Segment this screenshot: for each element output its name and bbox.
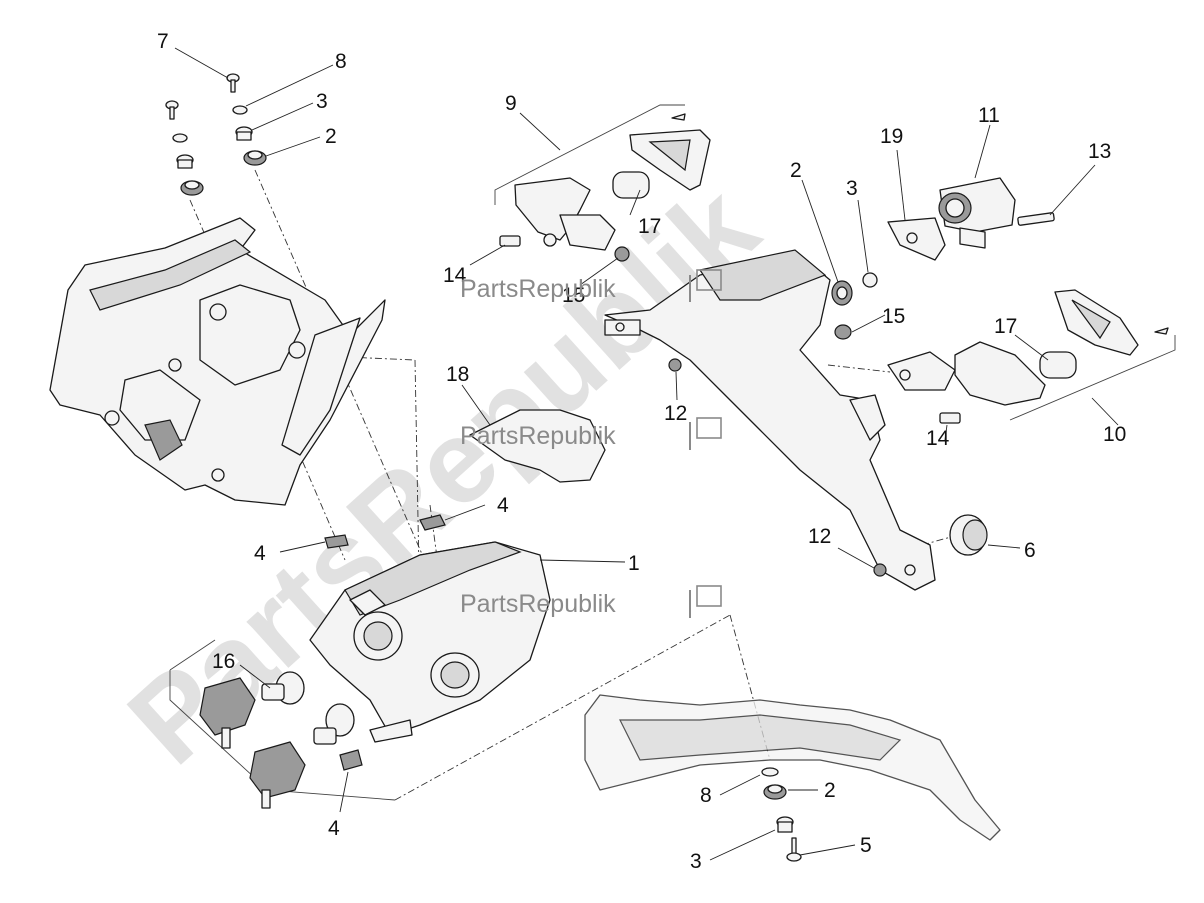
svg-text:PartsRepublik: PartsRepublik [460, 422, 616, 450]
callout-19: 19 [880, 125, 903, 148]
license-plate-light-part-11 [938, 177, 1016, 249]
clip-part-4-lower [339, 749, 363, 771]
callout-17-right: 17 [994, 315, 1017, 338]
washer-part-8-bottom [761, 767, 779, 777]
callout-6: 6 [1024, 539, 1036, 562]
svg-text:PartsRepublik: PartsRepublik [460, 275, 616, 303]
callout-17-left: 17 [638, 215, 661, 238]
tail-light-housing-part-1 [309, 541, 551, 743]
bulb-socket-group-part-16 [169, 639, 396, 809]
rear-seat-cowl [49, 217, 386, 506]
callout-2-center: 2 [790, 159, 802, 182]
callout-13: 13 [1088, 140, 1111, 163]
bush-part-3-bottom [776, 816, 794, 833]
nut-part-12-upper [668, 358, 682, 372]
callout-15-center: 15 [882, 305, 905, 328]
watermark-logo-3: PartsRepublik [460, 585, 722, 618]
callout-labels: 7 8 3 2 9 17 14 15 11 19 13 2 3 15 17 18… [157, 30, 1126, 873]
clip-part-4-upper [419, 514, 446, 531]
grommet-part-2 [243, 150, 267, 166]
socket-lower [249, 741, 306, 809]
callout-4-lower: 4 [328, 817, 340, 840]
callout-9: 9 [505, 92, 517, 115]
screw-part-14-left [499, 235, 521, 247]
callout-12-lower: 12 [808, 525, 831, 548]
callout-16: 16 [212, 650, 235, 673]
screw-part-5-bottom [786, 837, 802, 862]
clip-part-4-left [324, 534, 349, 549]
callout-2-bottom: 2 [824, 779, 836, 802]
screw-left [165, 100, 179, 120]
bulb-part-17-right [1039, 351, 1077, 379]
callout-10: 10 [1103, 423, 1126, 446]
turn-signal-left-assembly [494, 104, 711, 262]
grommet-part-2-center [831, 280, 853, 306]
gear-flag-icon [696, 269, 722, 291]
screw-group-left [165, 73, 267, 196]
washer-left [172, 133, 188, 143]
callout-12-upper: 12 [664, 402, 687, 425]
callout-1: 1 [628, 552, 640, 575]
callout-3-top: 3 [316, 90, 328, 113]
callout-2-top: 2 [325, 125, 337, 148]
grommet-left [180, 180, 204, 196]
turn-signal-body-right [887, 341, 1046, 406]
grommet-part-2-bottom [763, 784, 787, 800]
turn-signal-body-left [514, 177, 616, 251]
gear-flag-icon [696, 417, 722, 439]
license-plate-cover-part-18 [469, 409, 606, 483]
callout-4-left: 4 [254, 542, 266, 565]
bolt-part-13 [1017, 212, 1055, 226]
screw-part-7 [226, 73, 240, 93]
callout-3-center: 3 [846, 177, 858, 200]
callout-8-bottom: 8 [700, 784, 712, 807]
callout-3-bottom: 3 [690, 850, 702, 873]
nut-part-12-lower [873, 563, 887, 577]
callout-5: 5 [860, 834, 872, 857]
rear-subframe-outline [584, 694, 1001, 841]
watermark-logo-1: PartsRepublik [460, 269, 722, 303]
callout-7: 7 [157, 30, 169, 53]
cap-part-6 [949, 514, 988, 556]
bulb-part-17-left [612, 171, 650, 199]
light-bracket-part-19 [887, 217, 946, 261]
bulb-lower [313, 703, 355, 745]
svg-text:PartsRepublik: PartsRepublik [460, 590, 616, 618]
turn-signal-right-assembly [887, 289, 1176, 424]
turn-signal-lens-left [629, 129, 711, 191]
socket-upper [199, 677, 256, 749]
bush-left [176, 154, 194, 169]
callout-14-right: 14 [926, 427, 950, 450]
callout-18: 18 [446, 363, 469, 386]
callout-11: 11 [978, 104, 1000, 127]
callout-14-left: 14 [443, 264, 467, 287]
screw-part-14-right [939, 412, 961, 424]
bush-part-3 [235, 126, 253, 141]
nut-part-15-center [834, 324, 852, 340]
watermark-logo-2: PartsRepublik [460, 417, 722, 450]
callout-4-upper: 4 [497, 494, 509, 517]
callout-15-left: 15 [562, 284, 585, 307]
nut-part-15-left [614, 246, 630, 262]
gear-flag-icon [696, 585, 722, 607]
bulb-upper [261, 671, 305, 705]
leader-lines [174, 47, 1119, 861]
license-plate-bracket [604, 249, 936, 591]
bush-part-3-center [862, 272, 878, 288]
turn-signal-lens-right [1054, 289, 1139, 356]
callout-8-top: 8 [335, 50, 347, 73]
washer-part-8 [232, 105, 248, 115]
